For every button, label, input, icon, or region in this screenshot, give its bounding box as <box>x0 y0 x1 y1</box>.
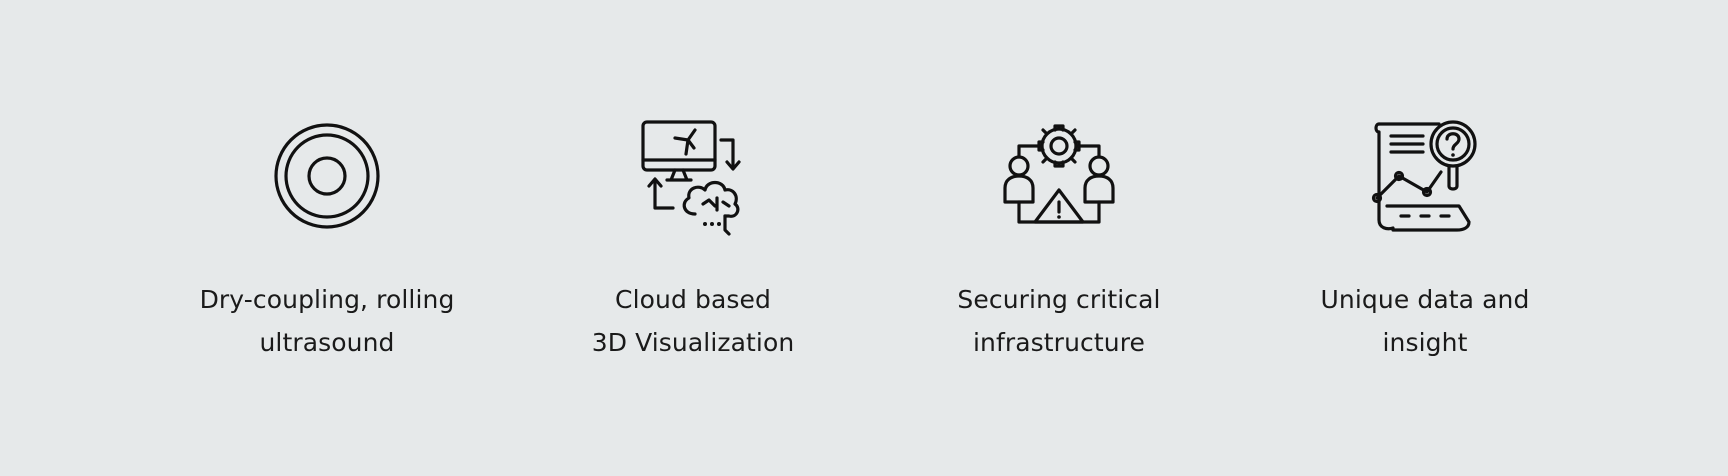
warning-dot <box>1057 215 1061 219</box>
report-base <box>1385 204 1471 232</box>
trend-point <box>1371 192 1383 204</box>
feature-caption: Securing critical infrastructure <box>889 278 1229 364</box>
feature-caption-line2: infrastructure <box>972 328 1146 357</box>
data-report-magnifier-icon <box>1365 118 1485 238</box>
feature-infrastructure: Securing critical infrastructure <box>889 0 1229 476</box>
scroll-left-edge <box>1374 122 1395 231</box>
monitor-stand <box>665 168 693 182</box>
trend-line <box>1375 170 1443 200</box>
feature-cloud-visualization: Cloud based 3D Visualization <box>523 0 863 476</box>
inner-ring <box>307 156 347 196</box>
warning-triangle <box>1033 188 1085 224</box>
arrow-down-head <box>725 160 741 171</box>
arrow-up-head <box>647 177 663 188</box>
link-left <box>1017 144 1044 158</box>
link-right <box>1074 144 1101 158</box>
magnifier-lens-inner <box>1435 126 1471 162</box>
question-mark <box>1445 132 1461 151</box>
feature-caption-line1: Unique data and <box>1320 285 1530 314</box>
person-right-body <box>1083 174 1115 204</box>
feature-caption: Cloud based 3D Visualization <box>523 278 863 364</box>
gear-teeth <box>1037 124 1081 168</box>
report-lines <box>1389 134 1425 154</box>
arrow-down-path <box>719 138 735 170</box>
concentric-rings-svg <box>274 123 380 229</box>
trend-point <box>1393 170 1405 182</box>
person-left-head <box>1008 155 1030 177</box>
turbine-blades <box>673 128 697 150</box>
arrow-up-path <box>653 178 675 210</box>
brain-stem <box>723 214 731 236</box>
turbine-tower <box>684 138 690 156</box>
question-dot <box>1451 153 1455 157</box>
brain-dot <box>710 222 714 226</box>
feature-caption-line2: 3D Visualization <box>591 328 795 357</box>
feature-caption-line2: ultrasound <box>259 328 395 357</box>
cloud-brain-outline <box>682 180 740 218</box>
feature-caption: Unique data and insight <box>1255 278 1595 364</box>
person-right-head <box>1088 155 1110 177</box>
concentric-rings-icon <box>267 118 387 238</box>
gear-shape <box>1037 124 1081 168</box>
magnifier-lens-outer <box>1429 120 1477 168</box>
gear-hub <box>1049 136 1069 156</box>
feature-caption-line2: insight <box>1382 328 1468 357</box>
magnifier-handle <box>1447 164 1459 191</box>
gear-people-warning-svg <box>1003 124 1115 224</box>
middle-ring <box>284 133 370 219</box>
feature-data-insight: Unique data and insight <box>1255 0 1595 476</box>
outer-ring <box>274 123 380 229</box>
cloud-brain-monitor-svg <box>641 120 741 236</box>
feature-dry-coupling: Dry-coupling, rolling ultrasound <box>157 0 497 476</box>
trend-point <box>1421 186 1433 198</box>
monitor-screen <box>641 120 717 172</box>
gear-people-warning-icon <box>999 118 1119 238</box>
feature-caption-line1: Securing critical <box>957 285 1161 314</box>
data-report-magnifier-svg <box>1371 120 1477 232</box>
feature-caption-line1: Dry-coupling, rolling <box>199 285 455 314</box>
brain-dot <box>703 222 707 226</box>
cloud-brain-monitor-icon <box>633 118 753 238</box>
feature-caption-line1: Cloud based <box>615 285 771 314</box>
brain-folds <box>701 196 731 212</box>
brain-dot <box>717 222 721 226</box>
person-left-body <box>1003 174 1035 204</box>
feature-caption: Dry-coupling, rolling ultrasound <box>157 278 497 364</box>
